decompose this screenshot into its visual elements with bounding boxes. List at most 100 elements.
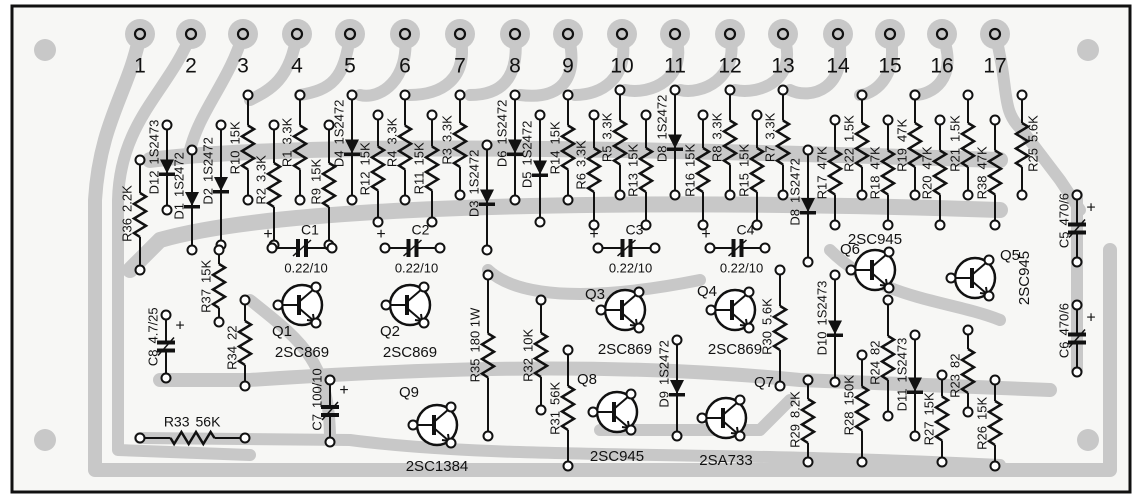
solder-pad [134,154,146,166]
resistor-zigzag-icon [532,331,550,379]
component-value: 22 [224,326,239,340]
transistor-ref: Q1 [272,323,292,340]
solder-pad [734,430,746,442]
resistor-zigzag-icon [585,146,603,194]
resistor-zigzag-icon [451,121,469,169]
component-ref: D9 [656,391,671,408]
resistor-zigzag-icon [265,161,283,209]
component-value: 1S2473 [894,338,909,383]
terminal-hole [453,27,467,41]
solder-pad [1016,189,1028,201]
terminal-hole [668,27,682,41]
solder-pad [562,344,574,356]
solder-pad [934,114,946,126]
terminal-pad [607,19,637,49]
solder-pad [802,256,814,268]
solder-pad [372,109,384,121]
resistor-zigzag-icon [291,124,309,171]
resistor-r7: R73.3K [762,84,792,201]
component-ref: R37 [198,289,213,313]
resistor-r1: R13.3K [279,89,309,206]
resistor-zigzag-icon [320,161,338,209]
component-ref: R13 [625,173,640,197]
solder-pad [883,282,895,294]
component-ref: D11 [894,389,909,412]
component-ref: R4 [384,151,399,168]
diode-bar [532,173,548,177]
component-ref: C2 [412,222,430,238]
component-value: 47K [894,119,909,142]
resistor-zigzag-icon [853,121,871,169]
diode-icon [670,380,684,394]
component-ref: D10 [814,332,829,356]
capacitor-plate [1068,340,1086,345]
solder-pad [134,264,146,276]
lead [614,395,630,409]
component-value: 15K [736,144,751,167]
resistor-r2: R23.3K [253,119,283,251]
component-ref: D12 [146,171,161,195]
component-ref: R18 [867,176,882,200]
solder-pad [534,109,546,121]
solder-pad [649,242,661,254]
diode-bar [344,152,360,156]
terminal-label: 10 [610,55,633,78]
component-value: 15K [974,397,989,420]
capacitor-plate [321,405,339,409]
component-value: 100/10 [309,368,324,408]
component-ref: R16 [682,173,697,197]
capacitor-icon [1068,219,1086,238]
resistor-zigzag-icon [774,119,792,166]
terminal-pad [176,19,206,49]
terminal-pad [875,19,905,49]
capacitor-icon [1068,329,1086,348]
transistor-part: 2SC945 [848,231,902,248]
solder-pad [592,242,604,254]
transistor-ref: Q7 [754,374,774,391]
component-value: 1S2472 [787,158,802,203]
resistor-zigzag-icon [694,146,712,194]
resistor-zigzag-icon [559,124,577,171]
component-ref: R17 [814,176,829,200]
terminal-hole [776,27,790,41]
resistor-zigzag-icon [799,397,817,445]
solder-pad [562,460,574,472]
diode-bar [479,202,495,206]
resistor-zigzag-icon [748,146,766,194]
solder-pad [380,299,392,311]
component-ref: R8 [709,146,724,163]
component-ref: R6 [573,173,588,190]
solder-pad [294,194,306,206]
transistor-ref: Q8 [577,371,597,388]
copper-trace [594,394,796,436]
diode-bar [507,152,523,156]
capacitor-c8: +C84.7/25 [145,307,185,384]
component-ref: R35 [467,359,482,383]
solder-pad [266,242,278,254]
polarity-mark: + [1086,200,1095,217]
solder-pad [407,419,419,431]
copper-trace [142,140,1008,168]
component-ref: R7 [762,146,777,163]
component-ref: D3 [466,201,481,218]
diode-bar [907,390,923,394]
terminal-pad [660,19,690,49]
component-ref: C4 [737,222,755,238]
capacitor-c4: +C40.22/10 [701,222,771,275]
solder-pad [481,244,493,256]
transistor-ref: Q5 [1000,247,1020,264]
solder-pad [588,219,600,231]
